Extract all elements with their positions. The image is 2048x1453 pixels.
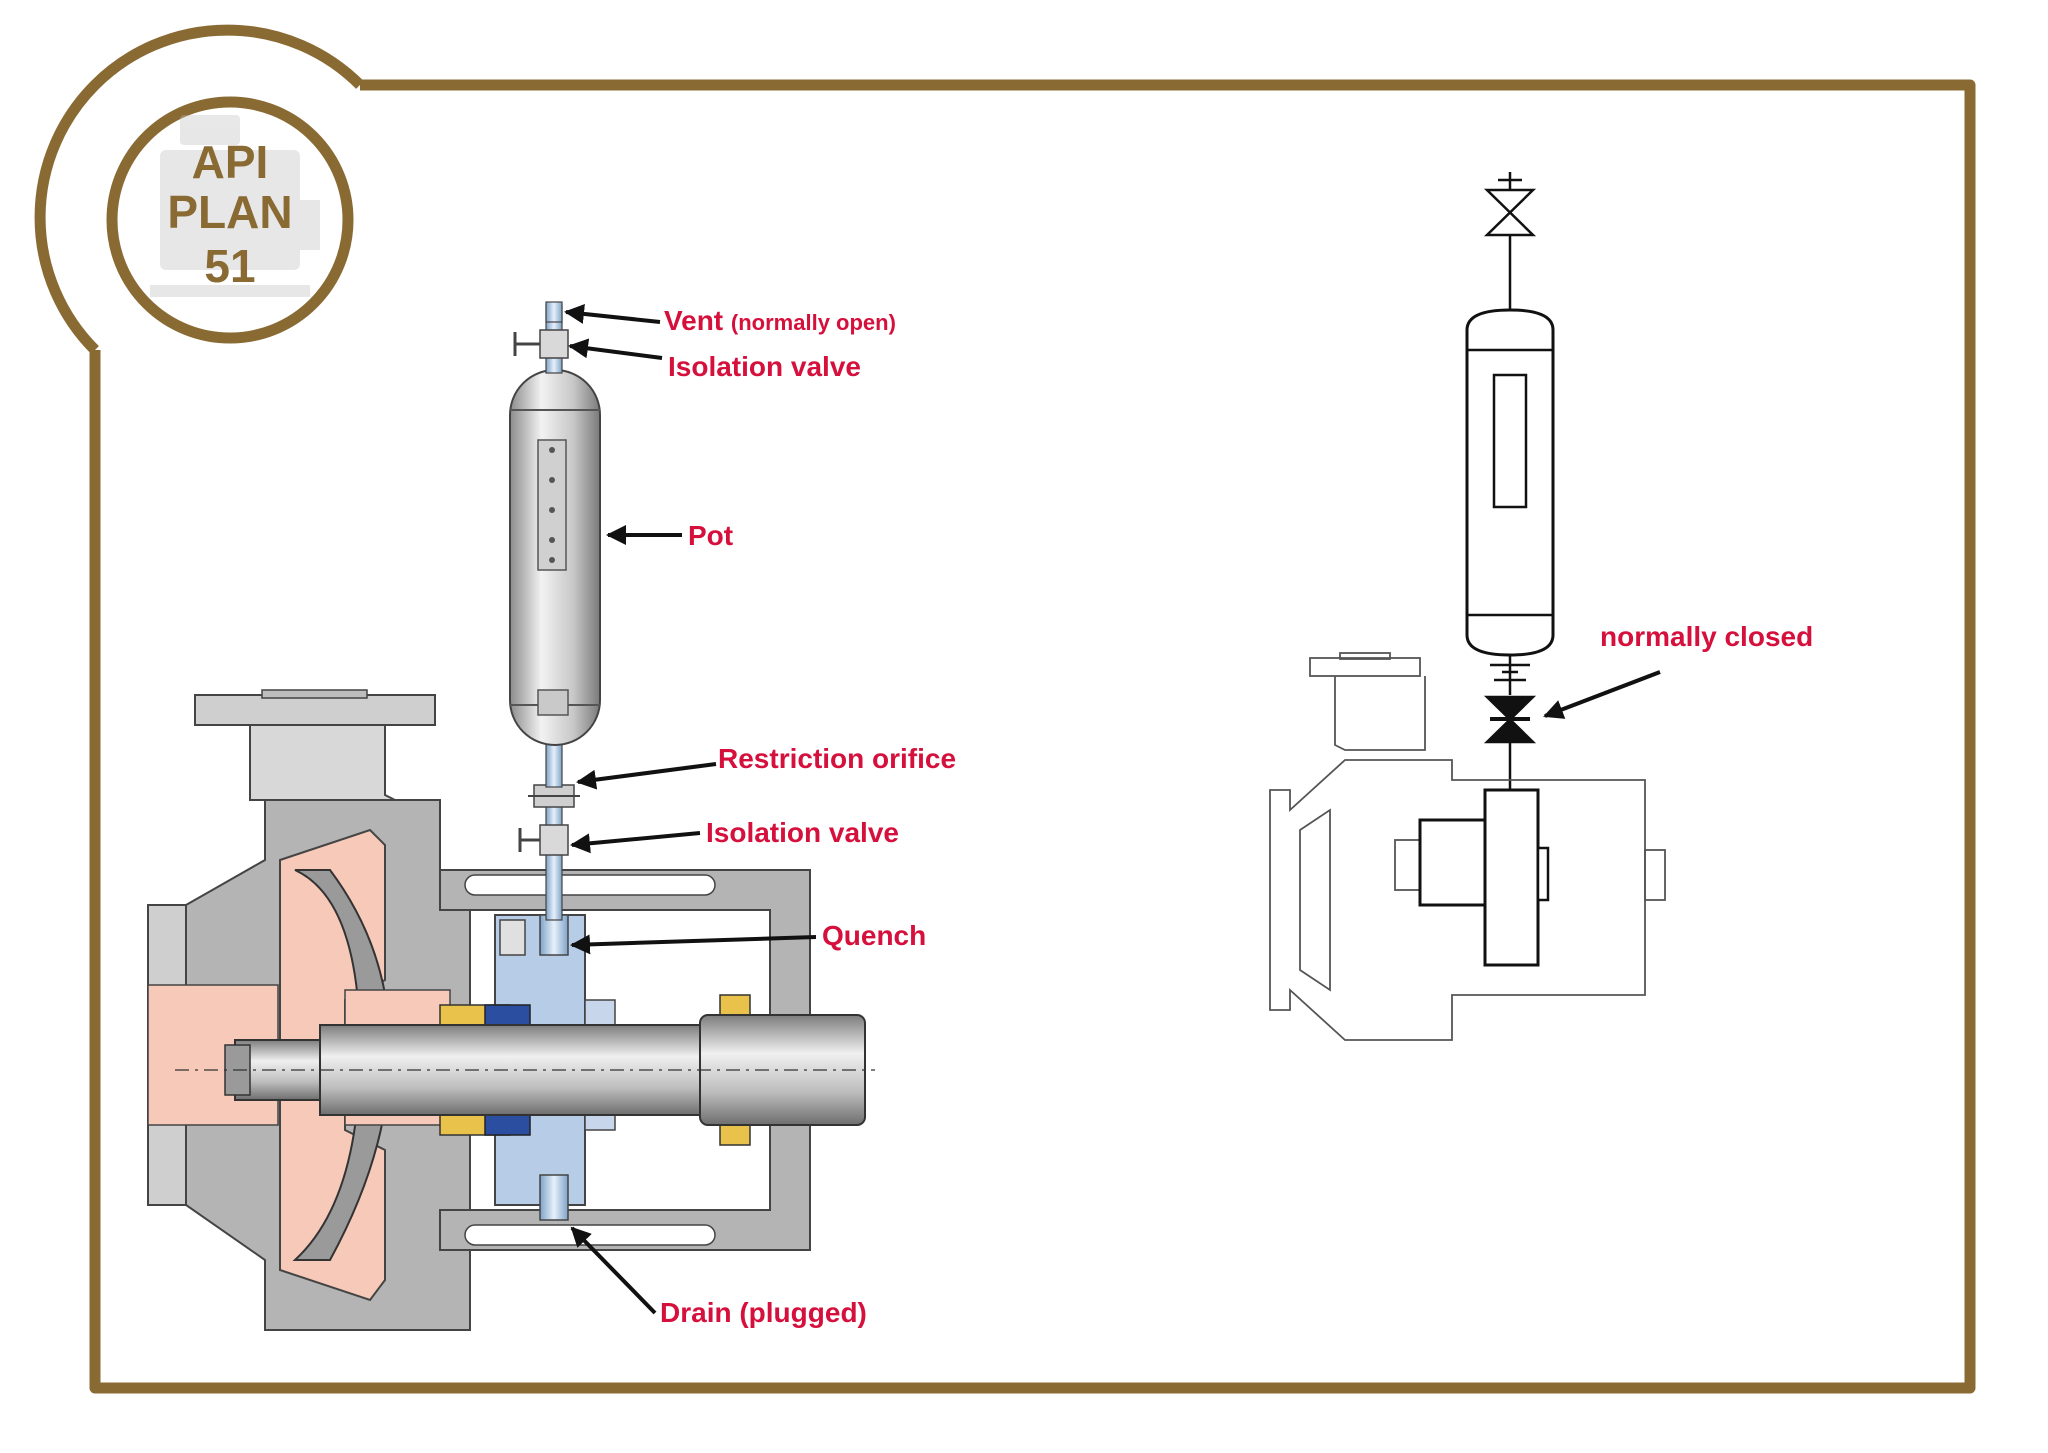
- isolation-valve-bottom-label: Isolation valve: [706, 817, 899, 848]
- frame-border: [89, 79, 1976, 1394]
- upper-isolation-valve: [539, 329, 569, 359]
- vent-label: Vent (normally open): [664, 305, 896, 336]
- normally-closed-arrow: [1543, 670, 1661, 719]
- lower-isolation-valve: [539, 824, 569, 856]
- normally-closed-label: normally closed: [1600, 621, 1813, 652]
- quench-arrow: [570, 934, 817, 955]
- left-callouts: Vent (normally open) Isolation valve Pot…: [564, 303, 956, 1328]
- logo-line-1: API: [192, 136, 269, 188]
- logo-outer-ring: [34, 24, 364, 354]
- drain-connection: [539, 1174, 569, 1221]
- restriction-orifice-arrow: [576, 762, 717, 790]
- schematic-vent-valve: [1483, 188, 1537, 237]
- restriction-orifice-label: Restriction orifice: [718, 743, 956, 774]
- logo-line-3: 51: [204, 240, 255, 292]
- schematic: [1269, 172, 1666, 1041]
- shaft-coupling-end: [699, 1014, 866, 1126]
- pot-label: Pot: [688, 520, 733, 551]
- impeller: [292, 869, 392, 1261]
- right-callouts: normally closed: [1543, 621, 1813, 719]
- logo-line-2: PLAN: [167, 186, 292, 238]
- discharge-flange: [194, 694, 436, 726]
- vent-pipe: [545, 301, 563, 323]
- quench-label: Quench: [822, 920, 926, 951]
- isolation-valve-bottom-arrow: [570, 831, 701, 854]
- pump-cutaway: [147, 301, 875, 1331]
- schematic-level-gauge: [1492, 373, 1528, 509]
- quench-connection: [539, 914, 569, 956]
- quench-line: [545, 804, 563, 921]
- schematic-pump-outline: [1269, 759, 1646, 1041]
- isolation-valve-top-arrow: [568, 338, 663, 360]
- schematic-seal-gland: [1483, 788, 1540, 967]
- drain-arrow: [570, 1226, 657, 1315]
- discharge-neck: [249, 724, 396, 801]
- level-gauge: [537, 439, 567, 571]
- vent-arrow: [564, 303, 661, 324]
- drain-label: Drain (plugged): [660, 1297, 867, 1328]
- api-plan-logo: API PLAN 51: [106, 96, 354, 344]
- isolation-valve-top-label: Isolation valve: [668, 351, 861, 382]
